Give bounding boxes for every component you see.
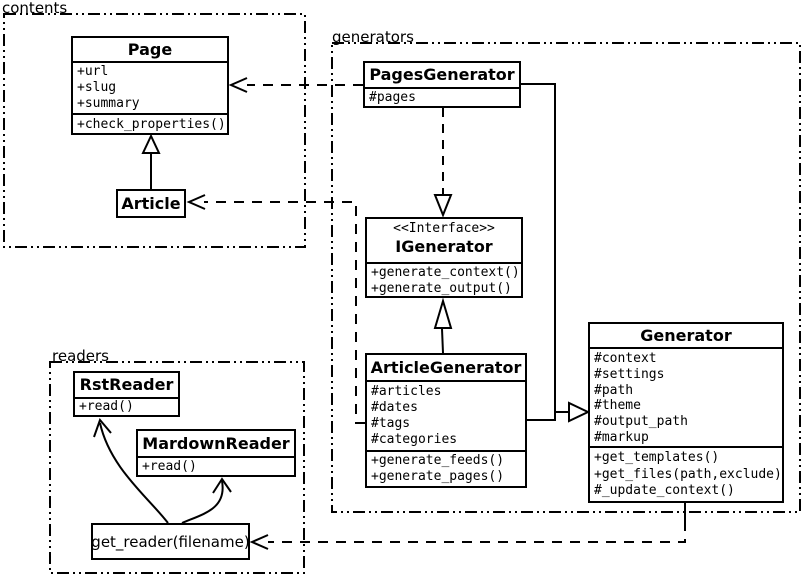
attribute: #settings — [594, 366, 665, 382]
method: +generate_feeds() — [371, 453, 505, 468]
attribute: #output_path — [594, 414, 688, 430]
attribute: #pages — [369, 90, 416, 105]
class-mardownreader-title: MardownReader — [142, 434, 290, 453]
attribute: #path — [594, 382, 634, 398]
method: +generate_pages() — [371, 469, 505, 484]
class-igenerator-stereotype: <<Interface>> — [393, 221, 495, 236]
class-generator: Generator #context #settings #path #them… — [588, 322, 784, 503]
dependency-arrowhead-page — [228, 77, 248, 93]
generalization-articlegenerator-to-igenerator — [441, 328, 444, 354]
class-igenerator-title: IGenerator — [395, 237, 493, 256]
class-pagesgenerator-title: PagesGenerator — [369, 65, 515, 84]
method: +generate_output() — [371, 281, 512, 296]
dependency-articlegenerator-to-article — [204, 201, 365, 424]
class-generator-title: Generator — [640, 326, 732, 345]
dependency-arrowhead-getreader — [249, 534, 269, 550]
arrowhead-mardownreader — [212, 477, 232, 494]
class-article-title: Article — [121, 194, 181, 213]
attribute: +slug — [77, 80, 117, 95]
generalization-arrowhead-igenerator — [433, 297, 453, 329]
package-label-generators: generators — [332, 28, 414, 46]
arrow-getreader-to-mardownreader — [181, 480, 224, 524]
class-articlegenerator: ArticleGenerator #articles #dates #tags … — [365, 353, 527, 488]
attribute: #markup — [594, 429, 649, 445]
method: +read() — [79, 399, 134, 414]
package-label-contents: contents — [2, 0, 68, 17]
class-rstreader: RstReader +read() — [73, 371, 180, 417]
method: +get_files(path,exclude) — [594, 466, 782, 482]
class-pagesgenerator: PagesGenerator #pages — [363, 61, 521, 108]
dependency-generator-to-getreader — [268, 521, 686, 543]
method: +check_properties() — [77, 117, 226, 132]
attribute: +summary — [77, 96, 140, 111]
attribute: #context — [594, 351, 657, 366]
class-igenerator: <<Interface>> IGenerator +generate_conte… — [365, 217, 523, 298]
class-page-title: Page — [127, 40, 173, 59]
class-rstreader-title: RstReader — [79, 375, 174, 394]
method: +read() — [142, 459, 197, 474]
attribute: #tags — [371, 416, 411, 431]
attribute: +url — [77, 64, 109, 79]
package-border-contents — [3, 13, 306, 248]
generalization-arrowhead-page — [141, 133, 161, 154]
package-label-readers: readers — [52, 347, 109, 365]
attribute: #dates — [371, 400, 418, 415]
get-reader-node: get_reader(filename) — [91, 523, 250, 560]
method: #_update_context() — [594, 483, 735, 498]
arrowhead-rstreader — [93, 418, 112, 438]
package-border-readers — [49, 361, 305, 574]
package-border-generators — [331, 42, 801, 513]
generalization-pagesgenerator-to-generator — [521, 83, 556, 421]
attribute: #categories — [371, 432, 458, 447]
generalization-arrowhead-generator — [568, 401, 591, 423]
class-mardownreader: MardownReader +read() — [136, 429, 296, 477]
realization-arrowhead-igenerator — [433, 194, 453, 218]
attribute: #articles — [371, 384, 442, 399]
method: +generate_context() — [371, 265, 520, 280]
dependency-arrowhead-article — [186, 194, 206, 210]
attribute: #theme — [594, 398, 641, 414]
arrow-getreader-to-rstreader — [99, 422, 169, 524]
class-articlegenerator-title: ArticleGenerator — [370, 358, 522, 377]
class-page: Page +url +slug +summary +check_properti… — [71, 36, 229, 135]
method: +get_templates() — [594, 450, 720, 465]
class-article: Article — [116, 189, 186, 218]
